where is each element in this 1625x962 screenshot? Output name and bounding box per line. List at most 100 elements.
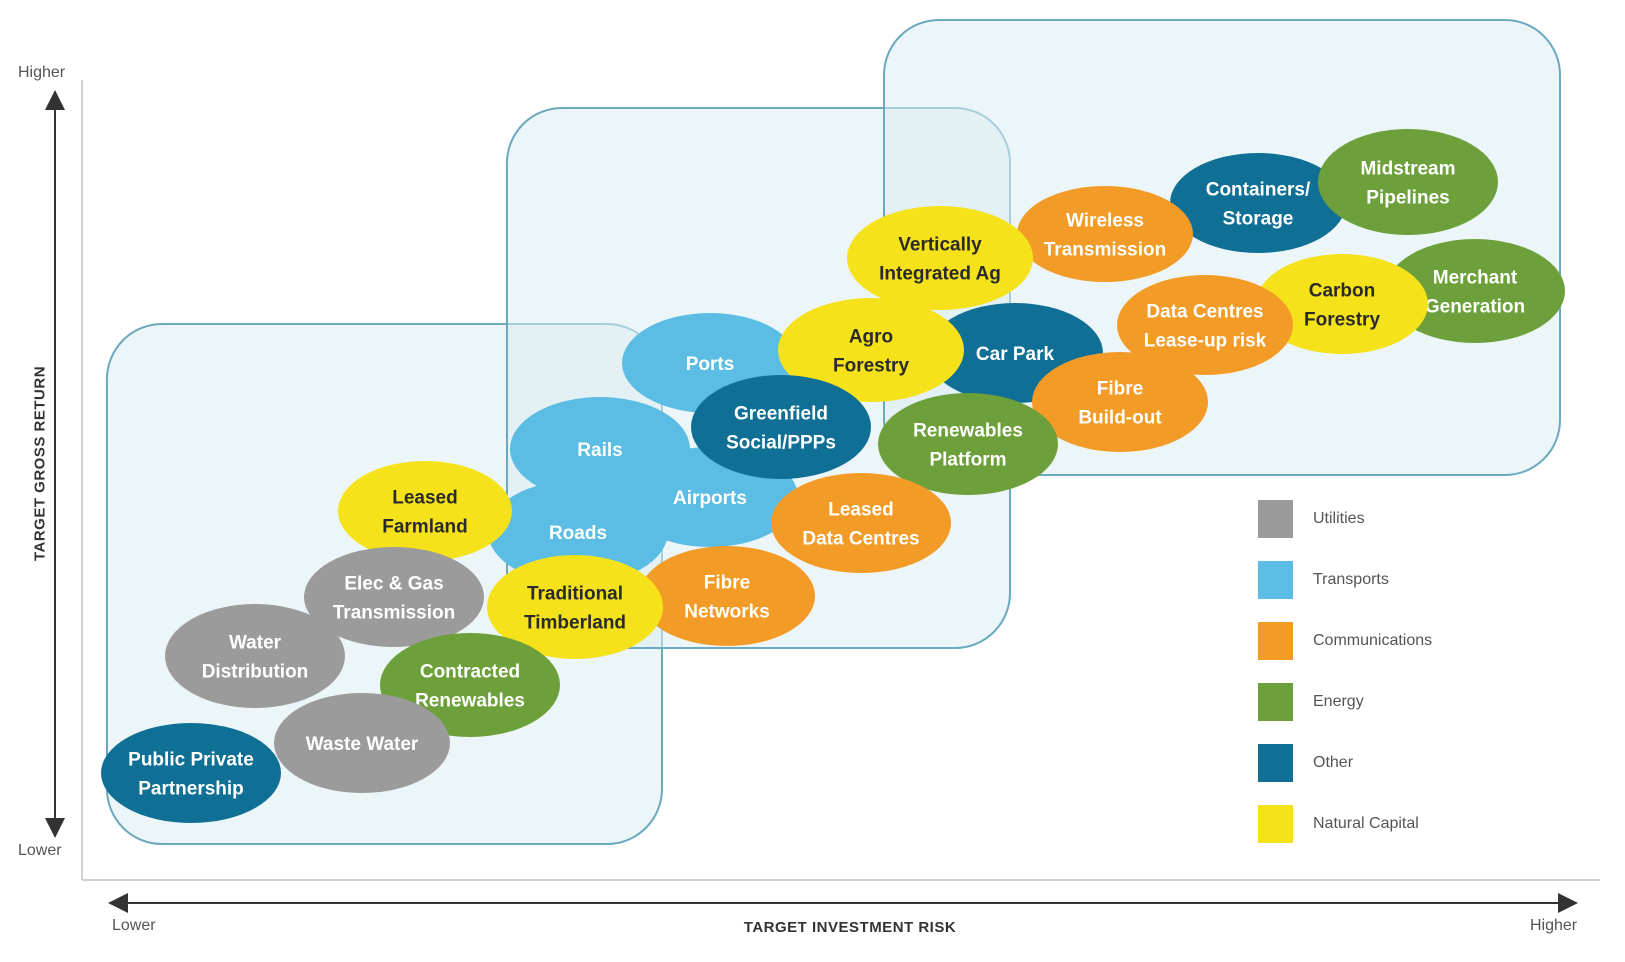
bubble-label: Fibre	[1097, 379, 1143, 400]
bubble-container-storage: Containers/Storage	[1170, 153, 1346, 253]
bubble-label: Renewables	[415, 691, 525, 712]
bubble-label: Transmission	[333, 603, 456, 624]
bubble-shape	[1017, 186, 1193, 282]
y-axis-title: TARGET GROSS RETURN	[31, 365, 49, 562]
legend-label: Other	[1313, 754, 1354, 771]
bubble-label: Midstream	[1360, 159, 1455, 180]
bubble-label: Data Centres	[802, 529, 919, 550]
bubble-shape	[165, 604, 345, 708]
legend-label: Transports	[1313, 571, 1389, 588]
x-axis-higher-label: Higher	[1530, 917, 1578, 934]
bubble-waste-water: Waste Water	[274, 693, 450, 793]
bubble-label: Containers/	[1206, 180, 1311, 201]
bubble-label: Airports	[673, 488, 747, 509]
legend-label: Utilities	[1313, 510, 1365, 527]
bubble-label: Waste Water	[306, 734, 419, 755]
bubble-label: Public Private	[128, 750, 254, 771]
legend: Utilities Transports Communications Ener…	[1258, 500, 1478, 866]
bubbles-layer: Containers/StorageMidstreamPipelinesWire…	[101, 129, 1565, 823]
bubble-label: Leased	[392, 488, 457, 509]
bubble-label: Rails	[577, 440, 622, 461]
x-axis-title: TARGET INVESTMENT RISK	[743, 919, 957, 936]
bubble-label: Roads	[549, 523, 607, 544]
bubble-label: Generation	[1425, 297, 1525, 318]
bubble-shape	[274, 693, 450, 793]
legend-item-other: Other	[1258, 744, 1478, 805]
y-axis-lower-label: Lower	[18, 842, 62, 859]
bubble-label: Greenfield	[734, 404, 828, 425]
legend-item-communications: Communications	[1258, 622, 1478, 683]
legend-label: Communications	[1313, 632, 1433, 649]
bubble-label: Water	[229, 633, 282, 654]
bubble-label: Networks	[684, 602, 770, 623]
bubble-label: Fibre	[704, 573, 750, 594]
bubble-shape	[1170, 153, 1346, 253]
bubble-label: Forestry	[833, 356, 909, 377]
bubble-shape	[101, 723, 281, 823]
bubble-shape	[1385, 239, 1565, 343]
bubble-label: Lease-up risk	[1144, 331, 1267, 352]
bubble-label: Farmland	[382, 517, 468, 538]
bubble-shape	[1032, 352, 1208, 452]
bubble-shape	[304, 547, 484, 647]
bubble-shape	[691, 375, 871, 479]
bubble-shape	[847, 206, 1033, 310]
bubble-shape	[338, 461, 512, 561]
bubble-shape	[1318, 129, 1498, 235]
legend-swatch	[1258, 805, 1293, 843]
y-axis-higher-label: Higher	[18, 64, 66, 81]
legend-item-energy: Energy	[1258, 683, 1478, 744]
bubble-label: Partnership	[138, 779, 244, 800]
bubble-label: Leased	[828, 500, 893, 521]
bubble-label: Merchant	[1433, 268, 1518, 289]
bubble-label: Integrated Ag	[879, 264, 1001, 285]
bubble-shape	[1117, 275, 1293, 375]
bubble-label: Build-out	[1078, 408, 1162, 429]
bubble-shape	[771, 473, 951, 573]
bubble-label: Elec & Gas	[344, 574, 443, 595]
legend-swatch	[1258, 622, 1293, 660]
bubble-shape	[878, 393, 1058, 495]
bubble-label: Transmission	[1044, 240, 1167, 261]
bubble-roads: Roads	[488, 480, 668, 584]
bubble-label: Distribution	[202, 662, 309, 683]
legend-swatch	[1258, 683, 1293, 721]
legend-label: Energy	[1313, 693, 1364, 710]
bubble-label: Contracted	[420, 662, 520, 683]
bubble-label: Timberland	[524, 613, 626, 634]
bubble-label: Wireless	[1066, 211, 1144, 232]
bubble-label: Carbon	[1309, 281, 1376, 302]
legend-label: Natural Capital	[1313, 815, 1419, 832]
bubble-shape	[1256, 254, 1428, 354]
bubble-label: Platform	[929, 450, 1006, 471]
legend-swatch	[1258, 744, 1293, 782]
bubble-label: Social/PPPs	[726, 433, 836, 454]
bubble-shape	[488, 480, 668, 584]
legend-swatch	[1258, 500, 1293, 538]
bubble-shape	[487, 555, 663, 659]
bubble-label: Ports	[686, 354, 735, 375]
bubble-shape	[639, 546, 815, 646]
bubble-label: Storage	[1223, 209, 1294, 230]
legend-item-utilities: Utilities	[1258, 500, 1478, 561]
bubble-label: Agro	[849, 327, 893, 348]
